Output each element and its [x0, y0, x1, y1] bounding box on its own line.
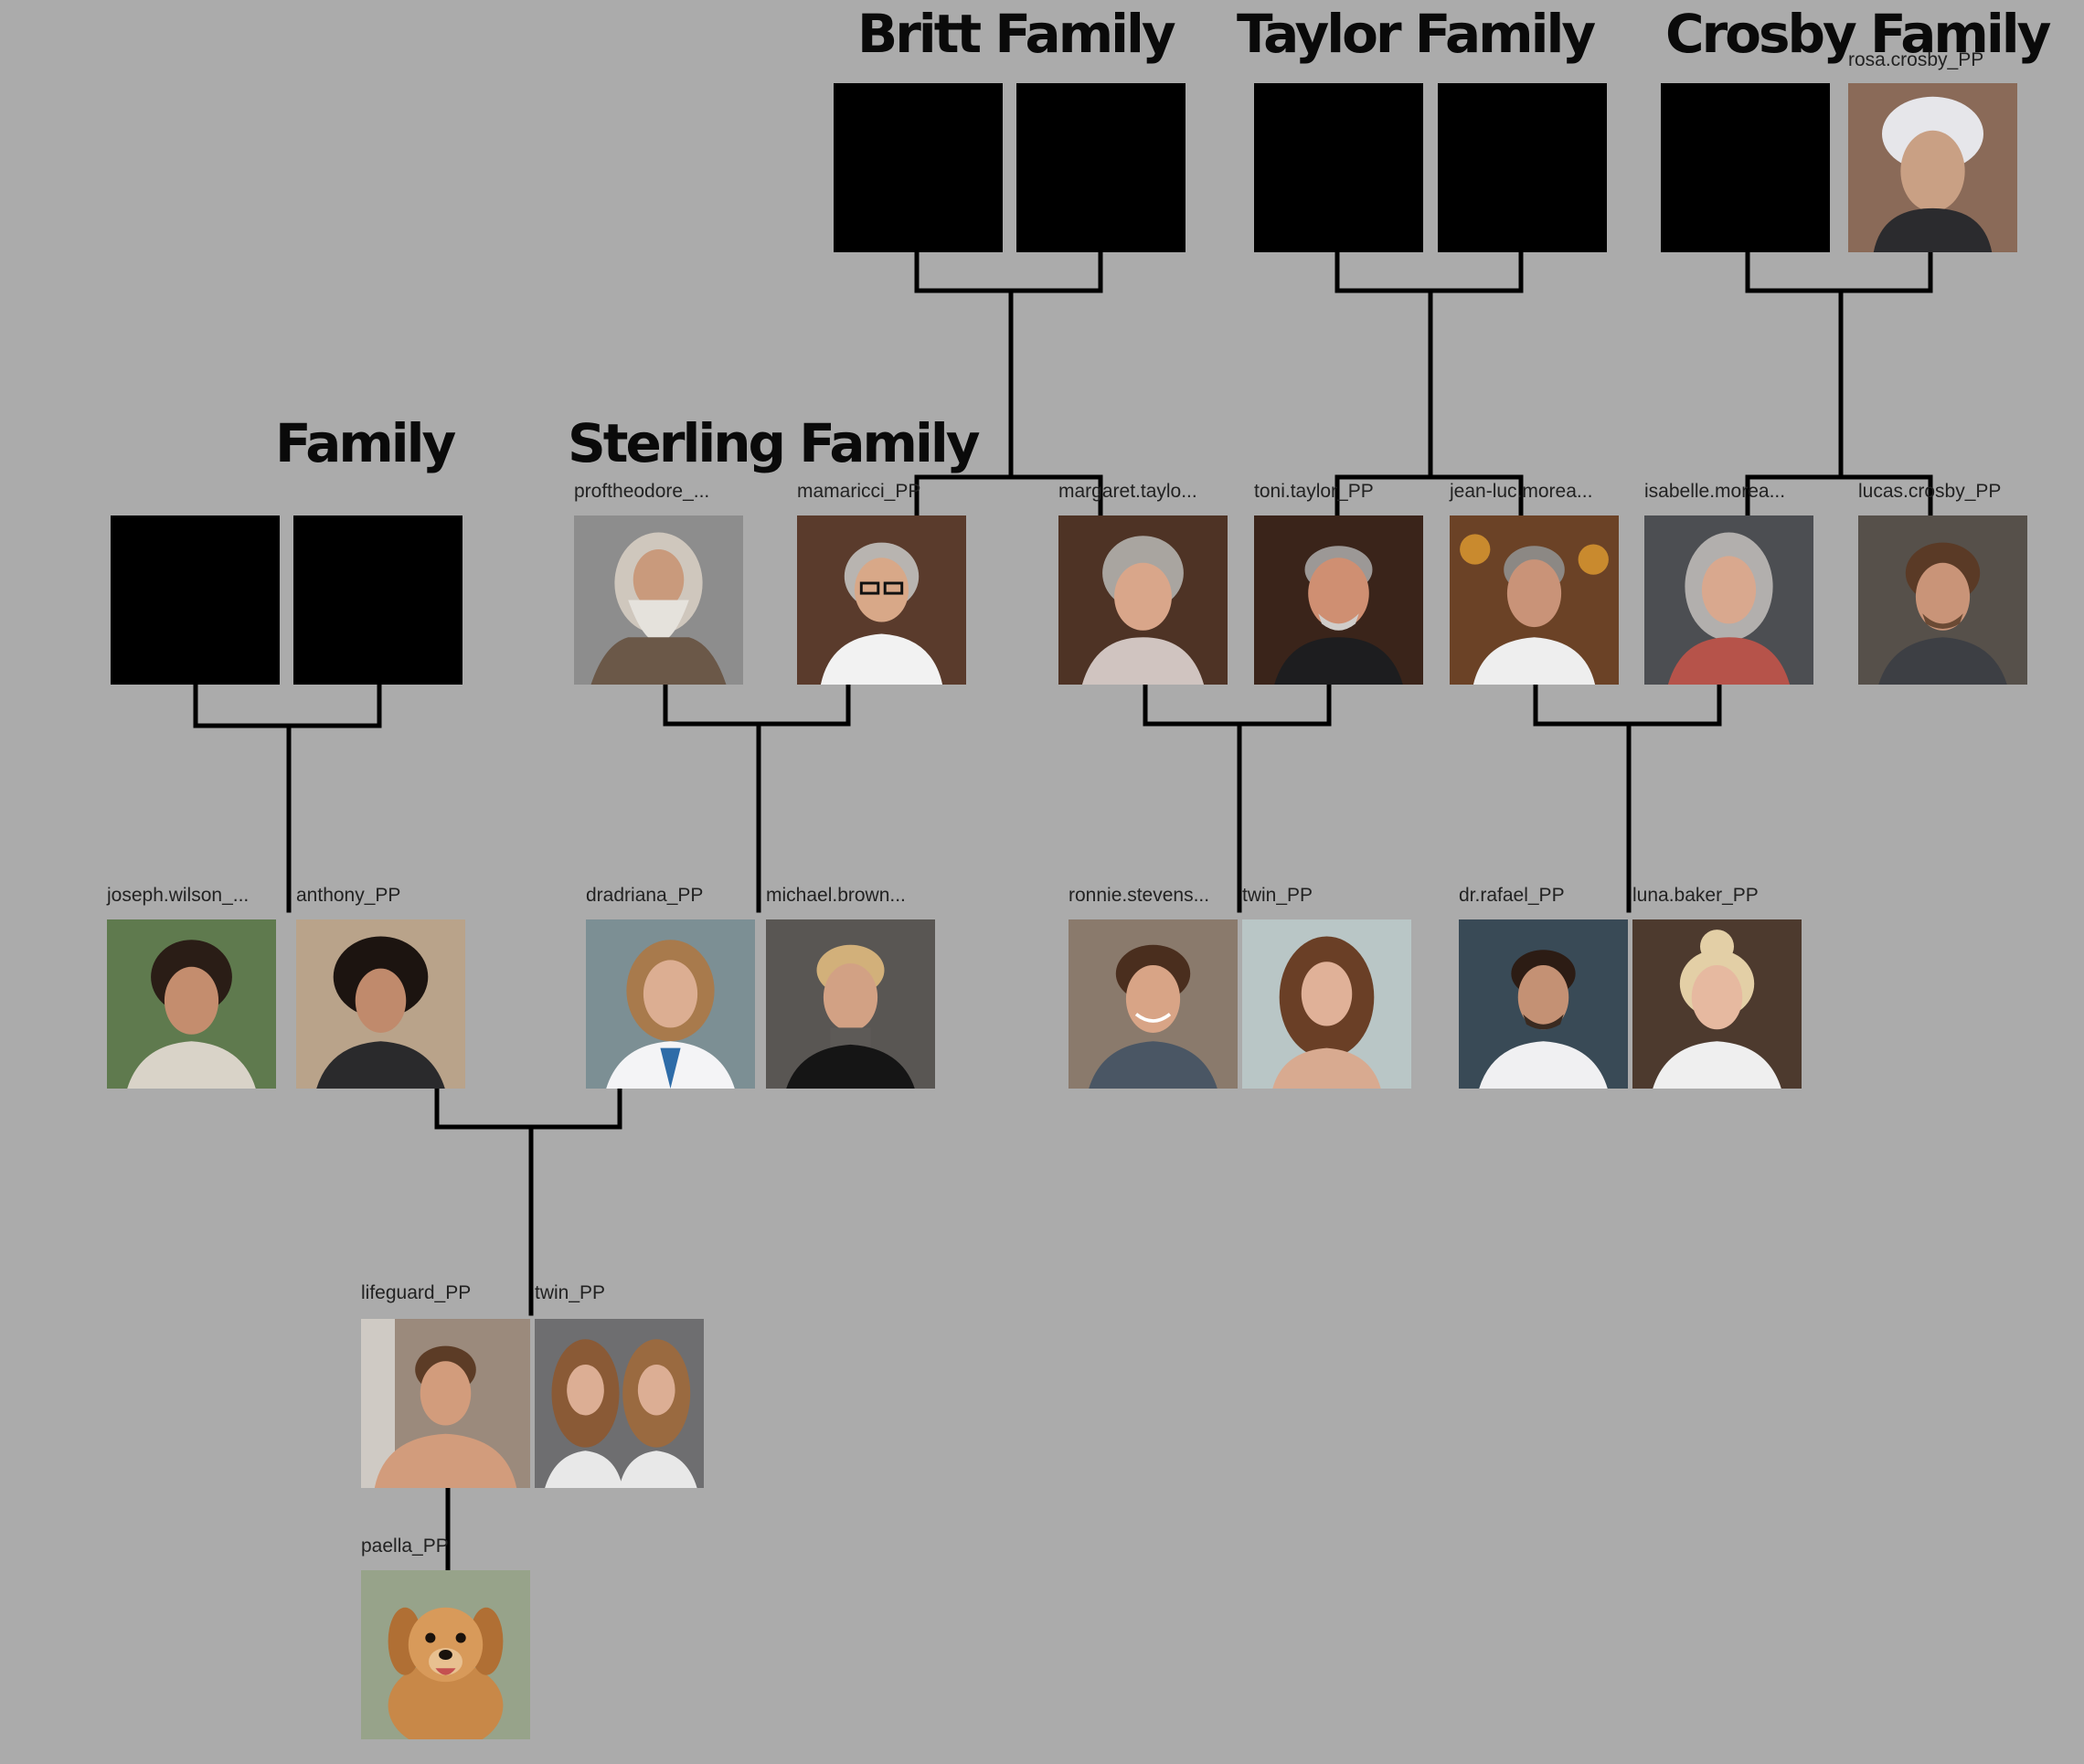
ronnie-label: ronnie.stevens...	[1069, 885, 1210, 906]
toni-label: toni.taylor_PP	[1254, 481, 1374, 502]
taylor-parent-placeholder-2[interactable]	[1438, 83, 1607, 252]
twin-label-1: twin_PP	[1242, 885, 1313, 906]
joseph-avatar[interactable]	[107, 919, 276, 1089]
anthony-avatar[interactable]	[296, 919, 465, 1089]
taylor-parent-placeholder-1[interactable]	[1254, 83, 1423, 252]
paella-avatar[interactable]	[361, 1570, 530, 1739]
toni-avatar[interactable]	[1254, 515, 1423, 685]
isabelle-avatar[interactable]	[1644, 515, 1813, 685]
jeanluc-label: jean-luc.morea...	[1450, 481, 1593, 502]
twin-avatar-2[interactable]	[535, 1319, 704, 1488]
isabelle-label: isabelle.morea...	[1644, 481, 1786, 502]
britt-parent-placeholder-1[interactable]	[834, 83, 1003, 252]
ronnie-avatar[interactable]	[1069, 919, 1238, 1089]
luna-avatar[interactable]	[1632, 919, 1802, 1089]
michael-avatar[interactable]	[766, 919, 935, 1089]
paella-label: paella_PP	[361, 1536, 449, 1557]
rosa-label: rosa.crosby_PP	[1848, 49, 1984, 70]
family-parent-placeholder-2[interactable]	[293, 515, 463, 685]
proftheodore-label: proftheodore_...	[574, 481, 710, 502]
mamaricci-avatar[interactable]	[797, 515, 966, 685]
lucas-avatar[interactable]	[1858, 515, 2027, 685]
luna-label: luna.baker_PP	[1632, 885, 1759, 906]
crosby-family-title: Crosby Family	[1665, 3, 2051, 65]
lifeguard-label: lifeguard_PP	[361, 1282, 472, 1303]
margaret-label: margaret.taylo...	[1058, 481, 1197, 502]
margaret-avatar[interactable]	[1058, 515, 1228, 685]
crosby-parent-placeholder[interactable]	[1661, 83, 1830, 252]
joseph-label: joseph.wilson_...	[107, 885, 250, 906]
rafael-label: dr.rafael_PP	[1459, 885, 1565, 906]
unnamed-family-title: Family	[275, 412, 456, 474]
britt-family-title: Britt Family	[857, 3, 1176, 65]
britt-parent-placeholder-2[interactable]	[1016, 83, 1186, 252]
jeanluc-avatar[interactable]	[1450, 515, 1619, 685]
rafael-avatar[interactable]	[1459, 919, 1628, 1089]
family-parent-placeholder-1[interactable]	[111, 515, 280, 685]
lifeguard-avatar[interactable]	[361, 1319, 530, 1488]
taylor-family-title: Taylor Family	[1237, 3, 1596, 65]
rosa-avatar[interactable]	[1848, 83, 2017, 252]
mamaricci-label: mamaricci_PP	[797, 481, 921, 502]
lucas-label: lucas.crosby_PP	[1858, 481, 2002, 502]
twin-label-2: twin_PP	[535, 1282, 606, 1303]
dradriana-label: dradriana_PP	[586, 885, 704, 906]
proftheodore-avatar[interactable]	[574, 515, 743, 685]
anthony-label: anthony_PP	[296, 885, 401, 906]
dradriana-avatar[interactable]	[586, 919, 755, 1089]
sterling-family-title: Sterling Family	[568, 412, 981, 474]
michael-label: michael.brown...	[766, 885, 906, 906]
twin-avatar-1[interactable]	[1242, 919, 1411, 1089]
